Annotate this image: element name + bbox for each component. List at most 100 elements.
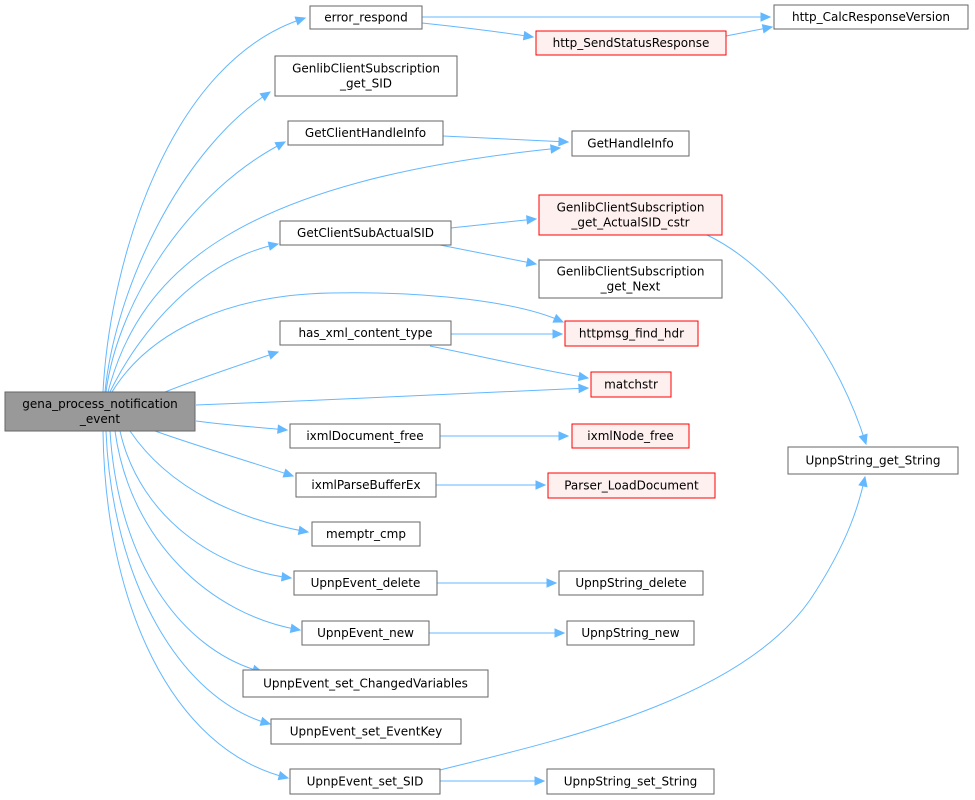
node-box <box>289 768 441 795</box>
node-http-sendstatusresponse[interactable]: http_SendStatusResponse <box>535 30 727 56</box>
node-gena[interactable]: gena_process_notification_event <box>4 391 196 432</box>
edge-gena-to-upnpevent-set-sid-arrowhead <box>277 770 290 781</box>
node-label: UpnpEvent_set_ChangedVariables <box>263 677 468 691</box>
node-parser-loaddocument[interactable]: Parser_LoadDocument <box>547 472 716 499</box>
edge-gena-to-ixmldocument-free-arrowhead <box>277 424 289 434</box>
nodes-layer: gena_process_notification_event error_res… <box>4 4 969 795</box>
edge-gena-to-matchstr <box>195 387 589 406</box>
node-http-calcresponseversion[interactable]: http_CalcResponseVersion <box>773 4 969 30</box>
node-label: _get_SID <box>339 77 392 91</box>
edge-upnpevent-set-sid-to-upnpstring-get-string <box>439 476 866 771</box>
edge-getclienthandleinfo-to-gethandleinfo <box>442 135 569 143</box>
node-label: http_SendStatusResponse <box>553 36 710 50</box>
node-label: UpnpString_delete <box>575 576 686 590</box>
edge-error-respond-to-http-sendstatusresponse <box>421 22 534 38</box>
edge-gena-to-memptr-cmp-arrowhead <box>297 525 310 535</box>
edge-gena-to-has-xml-content-type <box>164 351 279 393</box>
node-label: UpnpEvent_delete <box>311 576 421 590</box>
edge-gena-to-upnpevent-delete <box>119 430 292 579</box>
node-box <box>571 130 690 157</box>
edge-gena-to-getclienthandleinfo <box>105 141 286 393</box>
node-genlibclientsubscription-get-next[interactable]: GenlibClientSubscription_get_Next <box>538 259 723 299</box>
edge-has-xml-content-type-to-matchstr-arrowhead <box>577 371 590 382</box>
node-upnpstring-get-string[interactable]: UpnpString_get_String <box>787 446 959 475</box>
node-error-respond[interactable]: error_respond <box>309 5 423 30</box>
edge-gena-to-upnpevent-set-sid <box>102 430 289 779</box>
edge-has-xml-content-type-to-httpmsg-find-hdr-arrowhead <box>552 329 564 339</box>
node-box <box>773 4 969 30</box>
node-label: UpnpEvent_new <box>317 626 414 640</box>
node-label: UpnpString_get_String <box>806 454 941 468</box>
node-genlibclientsubscription-get-sid[interactable]: GenlibClientSubscription_get_SID <box>274 55 458 97</box>
node-ixmldocument-free[interactable]: ixmlDocument_free <box>289 423 441 449</box>
node-label: GenlibClientSubscription <box>557 201 705 215</box>
node-getclientsubactualsid[interactable]: GetClientSubActualSID <box>279 220 452 246</box>
node-box <box>558 570 704 596</box>
node-box <box>309 5 423 30</box>
node-matchstr[interactable]: matchstr <box>590 371 672 398</box>
node-upnpevent-set-eventkey[interactable]: UpnpEvent_set_EventKey <box>270 718 462 745</box>
node-label: httpmsg_find_hdr <box>579 327 684 341</box>
node-httpmsg-find-hdr[interactable]: httpmsg_find_hdr <box>564 320 699 347</box>
edge-gena-to-upnpevent-set-changedvariables <box>109 430 263 673</box>
edge-gena-to-httpmsg-find-hdr-arrowhead <box>552 313 565 323</box>
edge-getclientsubactualsid-to-genlibclientsubscription-get-actualsid-cstr <box>450 218 537 229</box>
edge-gena-to-matchstr-arrowhead <box>578 383 590 394</box>
edge-gena-to-upnpevent-set-eventkey-arrowhead <box>259 716 272 726</box>
node-memptr-cmp[interactable]: memptr_cmp <box>311 521 421 547</box>
edge-upnpevent-set-sid-to-upnpstring-get-string-arrowhead <box>858 475 868 488</box>
node-label: http_CalcResponseVersion <box>792 10 950 24</box>
edge-gena-to-error-respond-arrowhead <box>294 16 307 26</box>
node-label: ixmlDocument_free <box>306 429 423 443</box>
edge-gena-to-upnpevent-delete-arrowhead <box>280 572 293 582</box>
edge-upnpevent-set-sid-to-upnpstring-set-string-arrowhead <box>534 776 546 786</box>
node-label: _get_ActualSID_cstr <box>570 216 689 230</box>
node-upnpstring-delete[interactable]: UpnpString_delete <box>558 570 704 596</box>
node-box <box>311 521 421 547</box>
node-label: gena_process_notification <box>22 397 178 411</box>
edge-error-respond-to-http-sendstatusresponse-arrowhead <box>522 30 535 41</box>
edge-gena-to-ixmlparsebufferex <box>154 430 294 477</box>
node-ixmlparsebufferex[interactable]: ixmlParseBufferEx <box>295 472 437 498</box>
edge-getclienthandleinfo-to-gethandleinfo-arrowhead <box>558 136 570 147</box>
edge-gena-to-upnpevent-new-arrowhead <box>289 623 302 633</box>
node-ixmlnode-free[interactable]: ixmlNode_free <box>571 423 690 449</box>
node-box <box>547 472 716 499</box>
node-box <box>287 120 444 146</box>
node-upnpevent-set-sid[interactable]: UpnpEvent_set_SID <box>289 768 441 795</box>
node-label: matchstr <box>604 378 658 392</box>
node-label: ixmlNode_free <box>587 429 673 443</box>
edge-gena-to-getclientsubactualsid <box>109 243 279 393</box>
node-box <box>293 570 438 596</box>
node-box <box>566 620 695 646</box>
node-label: UpnpEvent_set_EventKey <box>290 725 442 739</box>
node-box <box>564 320 699 347</box>
edge-genlibclientsubscription-get-actualsid-cstr-to-upnpstring-get-string-arrowhead <box>858 433 868 446</box>
node-upnpevent-delete[interactable]: UpnpEvent_delete <box>293 570 438 596</box>
node-box <box>295 472 437 498</box>
edge-upnpevent-new-to-upnpstring-new-arrowhead <box>554 628 566 638</box>
node-upnpevent-new[interactable]: UpnpEvent_new <box>301 620 430 646</box>
node-label: ixmlParseBufferEx <box>311 478 420 492</box>
edge-gena-to-genlibclientsubscription-get-sid <box>104 91 271 393</box>
node-genlibclientsubscription-get-actualsid-cstr[interactable]: GenlibClientSubscription_get_ActualSID_c… <box>538 194 723 236</box>
edge-has-xml-content-type-to-matchstr <box>429 345 589 379</box>
node-box <box>270 718 462 745</box>
node-label: GenlibClientSubscription <box>557 265 705 279</box>
edge-getclientsubactualsid-to-genlibclientsubscription-get-next-arrowhead <box>525 257 538 267</box>
node-label: memptr_cmp <box>326 527 406 541</box>
edge-gena-to-gethandleinfo-arrowhead <box>550 144 562 154</box>
node-upnpstring-new[interactable]: UpnpString_new <box>566 620 695 646</box>
node-box <box>242 669 489 698</box>
edge-gena-to-has-xml-content-type-arrowhead <box>267 350 280 360</box>
node-gethandleinfo[interactable]: GetHandleInfo <box>571 130 690 157</box>
edge-http-sendstatusresponse-to-http-calcresponseversion-arrowhead <box>761 24 774 34</box>
node-has-xml-content-type[interactable]: has_xml_content_type <box>279 320 452 346</box>
node-getclienthandleinfo[interactable]: GetClientHandleInfo <box>287 120 444 146</box>
edge-gena-to-error-respond <box>102 17 306 393</box>
edge-genlibclientsubscription-get-actualsid-cstr-to-upnpstring-get-string <box>706 234 867 445</box>
node-upnpevent-set-changedvariables[interactable]: UpnpEvent_set_ChangedVariables <box>242 669 489 698</box>
node-upnpstring-set-string[interactable]: UpnpString_set_String <box>546 768 715 795</box>
node-label: GetClientHandleInfo <box>305 126 426 140</box>
